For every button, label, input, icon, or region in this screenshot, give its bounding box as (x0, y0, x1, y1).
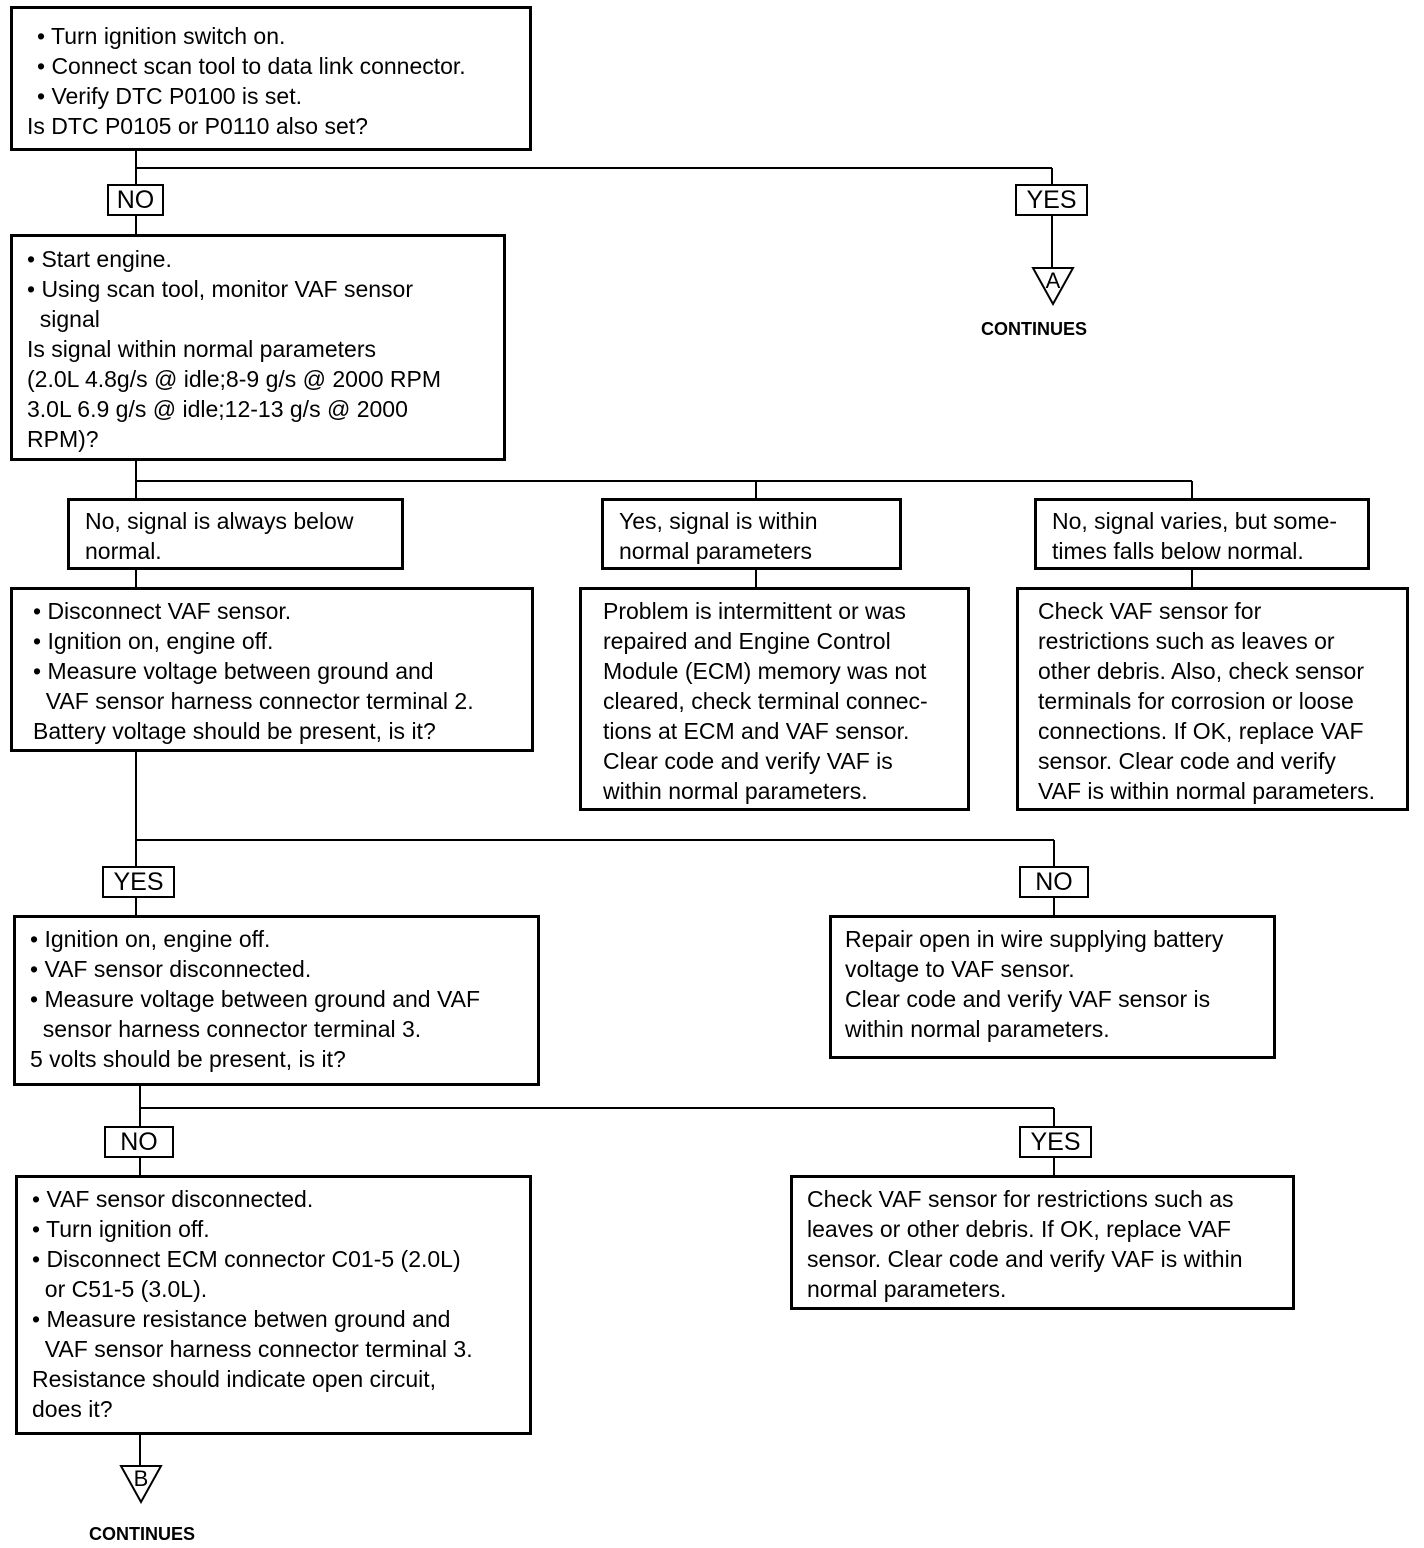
result-line: other debris. Also, check sensor (1038, 658, 1364, 684)
step-line: • VAF sensor disconnected. (30, 956, 312, 982)
step-line: • Using scan tool, monitor VAF sensor (27, 276, 414, 302)
step-line: • Measure voltage between ground and VAF (30, 986, 481, 1012)
result-line: cleared, check terminal connec- (603, 688, 928, 714)
result-line: within normal parameters. (603, 778, 868, 804)
step-line: RPM)? (27, 426, 99, 452)
step-line: • Disconnect VAF sensor. (33, 598, 292, 624)
step-line: signal (27, 306, 100, 332)
result-line: connections. If OK, replace VAF (1038, 718, 1364, 744)
case-line: normal parameters (619, 538, 813, 564)
result-line: Check VAF sensor for restrictions such a… (807, 1186, 1234, 1212)
step-line: VAF sensor harness connector terminal 2. (33, 688, 474, 714)
step-line: Is signal within normal parameters (27, 336, 376, 362)
step-line: • Measure voltage between ground and (33, 658, 434, 684)
result-line: Module (ECM) memory was not (603, 658, 927, 684)
connector-b-letter: B (133, 1466, 149, 1491)
result-repair-open-wire-box: Repair open in wire supplying battery vo… (829, 915, 1276, 1059)
result-line: Clear code and verify VAF sensor is (845, 986, 1211, 1012)
result-line: VAF is within normal parameters. (1038, 778, 1376, 804)
step-measure-resistance-box: • VAF sensor disconnected. • Turn igniti… (15, 1175, 532, 1435)
result-line: Check VAF sensor for (1038, 598, 1262, 624)
case-line: No, signal varies, but some- (1052, 508, 1338, 534)
step-line: • VAF sensor disconnected. (32, 1186, 314, 1212)
step-check-dtc-box: • Turn ignition switch on. • Connect sca… (10, 6, 532, 151)
result-line: leaves or other debris. If OK, replace V… (807, 1216, 1231, 1242)
result-line: Clear code and verify VAF is (603, 748, 893, 774)
step-line: • Turn ignition switch on. (37, 23, 286, 49)
connector-b-icon: B (119, 1464, 163, 1504)
result-line: voltage to VAF sensor. (845, 956, 1075, 982)
case-line: times falls below normal. (1052, 538, 1304, 564)
result-line: Problem is intermittent or was (603, 598, 906, 624)
case-below-normal-box: No, signal is always below normal. (67, 498, 404, 570)
answer-yes-tag: YES (1019, 1126, 1092, 1158)
result-check-debris-box: Check VAF sensor for restrictions such a… (1016, 587, 1409, 811)
step-line: (2.0L 4.8g/s @ idle;8-9 g/s @ 2000 RPM (27, 366, 442, 392)
answer-no-tag: NO (104, 1126, 174, 1158)
result-line: repaired and Engine Control (603, 628, 891, 654)
case-varies-box: No, signal varies, but some- times falls… (1034, 498, 1370, 570)
result-line: Repair open in wire supplying battery (845, 926, 1224, 952)
result-line: within normal parameters. (845, 1016, 1110, 1042)
result-line: normal parameters. (807, 1276, 1007, 1302)
answer-yes-tag: YES (1015, 184, 1088, 216)
step-line: • Disconnect ECM connector C01-5 (2.0L) (32, 1246, 461, 1272)
result-replace-sensor-box: Check VAF sensor for restrictions such a… (790, 1175, 1295, 1310)
step-line: • Turn ignition off. (32, 1216, 210, 1242)
answer-no-tag: NO (107, 184, 164, 216)
step-monitor-signal-box: • Start engine. • Using scan tool, monit… (10, 234, 506, 461)
step-line: Is DTC P0105 or P0110 also set? (27, 113, 368, 139)
result-line: restrictions such as leaves or (1038, 628, 1335, 654)
step-line: 3.0L 6.9 g/s @ idle;12-13 g/s @ 2000 (27, 396, 408, 422)
step-line: or C51-5 (3.0L). (32, 1276, 208, 1302)
connector-a-letter: A (1045, 268, 1061, 293)
result-line: sensor. Clear code and verify VAF is wit… (807, 1246, 1243, 1272)
result-line: sensor. Clear code and verify (1038, 748, 1336, 774)
step-line: • Measure resistance betwen ground and (32, 1306, 451, 1332)
step-line: • Ignition on, engine off. (33, 628, 274, 654)
step-line: • Verify DTC P0100 is set. (37, 83, 302, 109)
step-line: does it? (32, 1396, 113, 1422)
case-within-normal-box: Yes, signal is within normal parameters (601, 498, 902, 570)
result-line: tions at ECM and VAF sensor. (603, 718, 910, 744)
step-line: Resistance should indicate open circuit, (32, 1366, 437, 1392)
case-line: No, signal is always below (85, 508, 354, 534)
case-line: normal. (85, 538, 162, 564)
case-line: Yes, signal is within (619, 508, 818, 534)
step-line: sensor harness connector terminal 3. (30, 1016, 422, 1042)
step-line: 5 volts should be present, is it? (30, 1046, 346, 1072)
result-intermittent-box: Problem is intermittent or was repaired … (579, 587, 970, 811)
step-line: Battery voltage should be present, is it… (33, 718, 436, 744)
answer-no-tag: NO (1019, 866, 1089, 898)
result-line: terminals for corrosion or loose (1038, 688, 1354, 714)
step-line: • Connect scan tool to data link connect… (37, 53, 466, 79)
step-line: VAF sensor harness connector terminal 3. (32, 1336, 473, 1362)
step-terminal-2-box: • Disconnect VAF sensor. • Ignition on, … (10, 587, 534, 752)
continues-label-a: CONTINUES (980, 319, 1087, 339)
step-terminal-3-voltage-box: • Ignition on, engine off. • VAF sensor … (13, 915, 540, 1086)
connector-a-icon: A (1031, 266, 1075, 306)
step-line: • Ignition on, engine off. (30, 926, 271, 952)
step-line: • Start engine. (27, 246, 172, 272)
continues-label-b: CONTINUES (88, 1524, 195, 1544)
answer-yes-tag: YES (102, 866, 175, 898)
